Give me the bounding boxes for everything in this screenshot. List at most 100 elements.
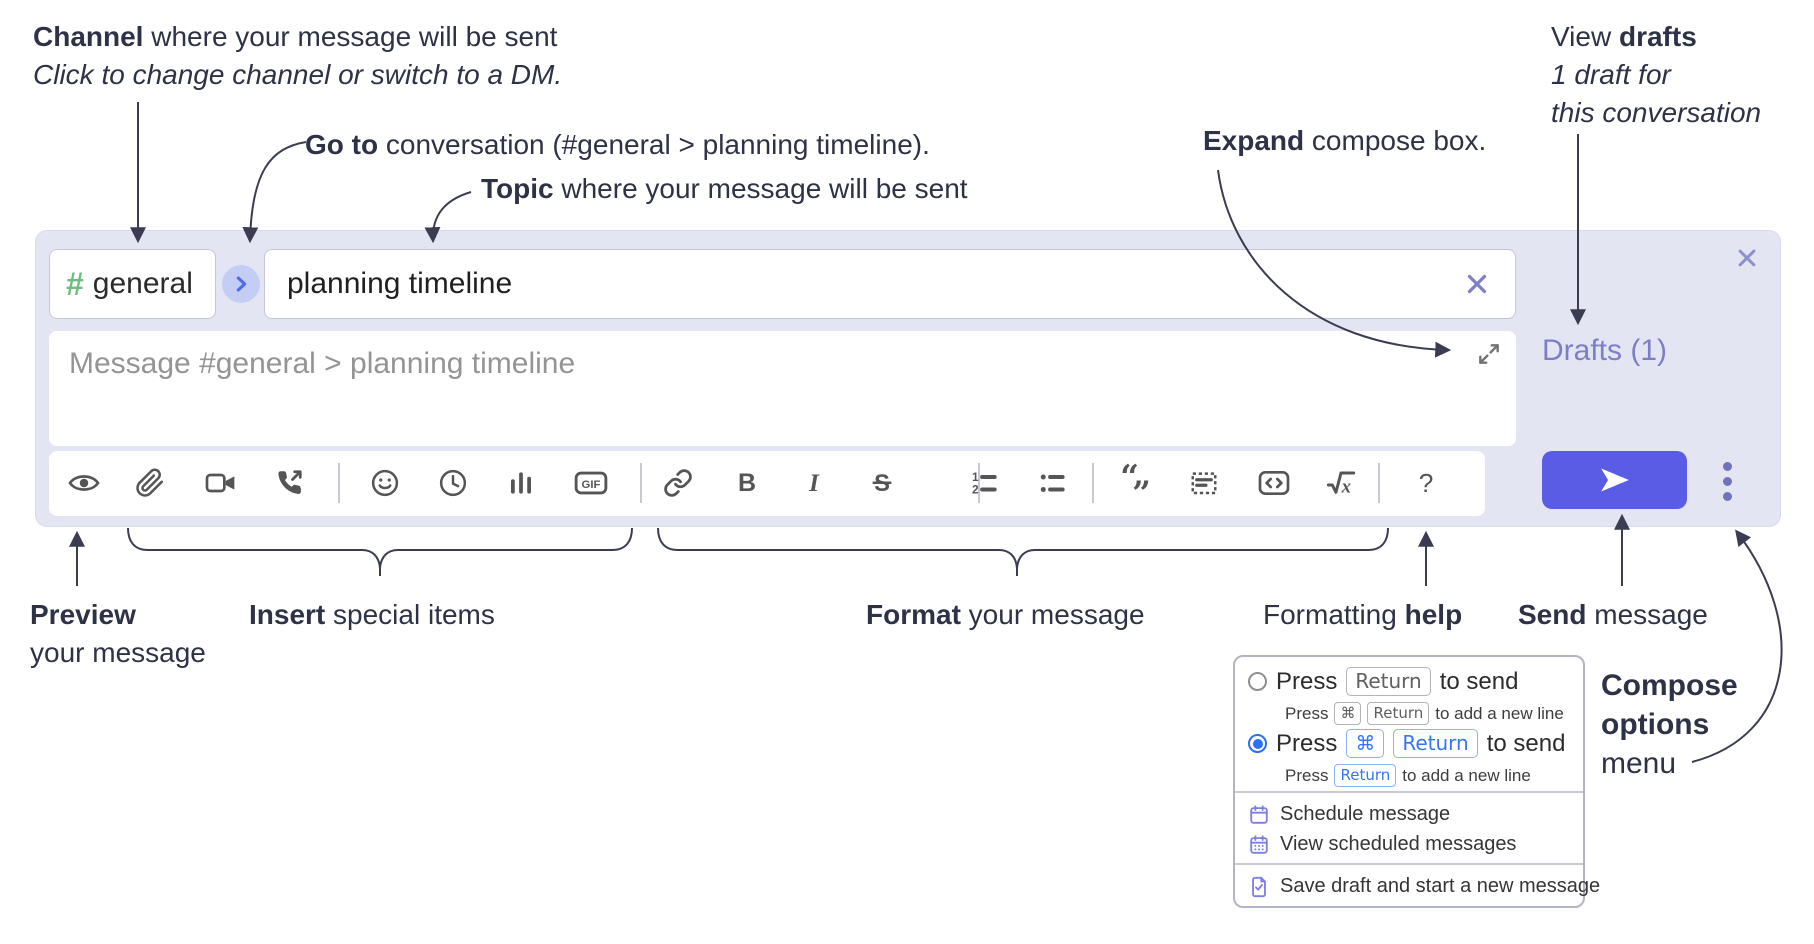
formatting-help-note-regular: Formatting — [1263, 599, 1405, 630]
option2-press: Press — [1276, 729, 1338, 757]
clear-icon — [1467, 274, 1487, 294]
drafts-note-line3: this conversation — [1551, 97, 1762, 128]
strikethrough-button[interactable]: S — [864, 465, 900, 501]
emoji-button[interactable] — [367, 465, 403, 501]
strikethrough-icon: S — [872, 470, 892, 497]
compose-options-popup: Press Return to send Press ⌘ Return to a… — [1233, 655, 1600, 908]
topic-note-bold: Topic — [481, 173, 554, 204]
ol-2-label: 2 — [972, 483, 979, 497]
sub1-newline: to add a new line — [1435, 703, 1564, 723]
expand-note: Expand compose box. — [1203, 122, 1486, 160]
save-draft-item[interactable]: Save draft and start a new message — [1248, 875, 1600, 898]
preview-note-bold: Preview — [30, 599, 136, 630]
attach-file-button[interactable] — [132, 465, 168, 501]
quote-button[interactable]: “ „ — [1116, 455, 1152, 501]
message-input[interactable] — [49, 331, 1516, 446]
radio-unselected-icon[interactable] — [1248, 672, 1267, 691]
channel-note: Channel where your message will be sent … — [33, 18, 562, 94]
return-key: Return — [1367, 702, 1430, 725]
preview-note-line2: your message — [30, 637, 206, 668]
view-scheduled-messages-item[interactable]: View scheduled messages — [1248, 833, 1516, 856]
bulleted-list-button[interactable] — [1034, 465, 1070, 501]
formatting-help-button[interactable]: ? — [1408, 465, 1444, 501]
insert-brace — [127, 527, 633, 576]
link-button[interactable] — [660, 465, 696, 501]
video-call-button[interactable] — [203, 465, 239, 501]
compose-toolbar: GIF B I — [49, 451, 1485, 516]
radio-selected-icon[interactable] — [1248, 734, 1267, 753]
compose-options-note-line1: Compose — [1601, 669, 1738, 702]
italic-icon: I — [808, 470, 820, 497]
topic-note-rest: where your message will be sent — [553, 173, 968, 204]
paperclip-icon — [136, 468, 164, 497]
eye-icon — [68, 475, 100, 491]
return-key: Return — [1393, 729, 1478, 758]
voice-call-button[interactable] — [271, 465, 307, 501]
goto-note-bold: Go to — [305, 129, 379, 160]
ol-1-label: 1 — [972, 470, 979, 484]
expand-compose-button[interactable] — [1474, 339, 1504, 369]
view-scheduled-label: View scheduled messages — [1280, 833, 1517, 855]
italic-button[interactable]: I — [796, 465, 832, 501]
quote-open-label: “ — [1120, 457, 1139, 496]
send-icon — [1600, 468, 1629, 492]
send-note: Send message — [1518, 596, 1708, 634]
channel-note-italic: Click to change channel or switch to a D… — [33, 59, 563, 90]
bar-chart-icon — [511, 472, 531, 494]
send-button[interactable] — [1542, 451, 1687, 509]
send-on-return-option[interactable]: Press Return to send — [1248, 667, 1518, 696]
bulleted-list-icon — [1040, 474, 1065, 492]
drafts-note-regular: View — [1551, 21, 1619, 52]
calendar-icon — [1250, 804, 1268, 824]
gif-label: GIF — [582, 479, 601, 491]
spoiler-button[interactable] — [1186, 465, 1222, 501]
numbered-list-icon: 1 2 — [972, 470, 997, 497]
bold-label: B — [738, 469, 756, 497]
topic-input[interactable] — [264, 249, 1516, 319]
italic-label: I — [808, 470, 820, 497]
option2-to-send: to send — [1486, 729, 1566, 757]
math-button[interactable]: x — [1323, 465, 1359, 501]
preview-button[interactable] — [66, 465, 102, 501]
code-button[interactable] — [1256, 465, 1292, 501]
format-note: Format your message — [866, 596, 1145, 634]
channel-hash-icon: # — [66, 265, 84, 302]
preview-note: Preview your message — [30, 596, 206, 672]
topic-note: Topic where your message will be sent — [481, 170, 968, 208]
drafts-link[interactable]: Drafts (1) — [1542, 334, 1668, 367]
sub2-press: Press — [1285, 765, 1329, 785]
channel-note-bold: Channel — [33, 21, 144, 52]
expand-icon — [1479, 344, 1499, 364]
ellipsis-icon — [1722, 476, 1732, 486]
bold-button[interactable]: B — [729, 465, 765, 501]
return-key: Return — [1346, 667, 1431, 696]
clear-topic-button[interactable] — [1460, 267, 1494, 301]
toolbar-separator — [640, 463, 642, 503]
gif-button[interactable]: GIF — [573, 465, 609, 501]
time-button[interactable] — [435, 465, 471, 501]
poll-button[interactable] — [503, 465, 539, 501]
compose-options-button[interactable] — [1707, 453, 1747, 509]
question-mark-icon: ? — [1419, 468, 1434, 498]
quote-icon: “ „ — [1120, 455, 1151, 497]
numbered-list-button[interactable]: 1 2 — [966, 465, 1002, 501]
message-box — [49, 331, 1516, 446]
option1-to-send: to send — [1439, 667, 1519, 695]
close-compose-button[interactable] — [1730, 241, 1764, 275]
go-to-conversation-button[interactable] — [222, 265, 260, 303]
drafts-note-line2: 1 draft for — [1551, 59, 1671, 90]
expand-note-rest: compose box. — [1304, 125, 1487, 156]
toolbar-separator — [1092, 463, 1094, 503]
toolbar-separator — [338, 463, 340, 503]
schedule-message-label: Schedule message — [1280, 803, 1451, 825]
channel-selector[interactable]: # general — [49, 249, 216, 319]
ellipsis-icon — [1722, 461, 1732, 471]
send-on-cmd-return-option[interactable]: Press ⌘ Return to send — [1248, 729, 1565, 758]
schedule-message-item[interactable]: Schedule message — [1248, 803, 1450, 826]
compose-box: # general Drafts (1) — [35, 230, 1781, 527]
option1-press: Press — [1276, 667, 1338, 695]
smiley-icon — [371, 469, 399, 497]
formatting-help-note-bold: help — [1404, 599, 1463, 630]
toolbar-separator — [1378, 463, 1380, 503]
